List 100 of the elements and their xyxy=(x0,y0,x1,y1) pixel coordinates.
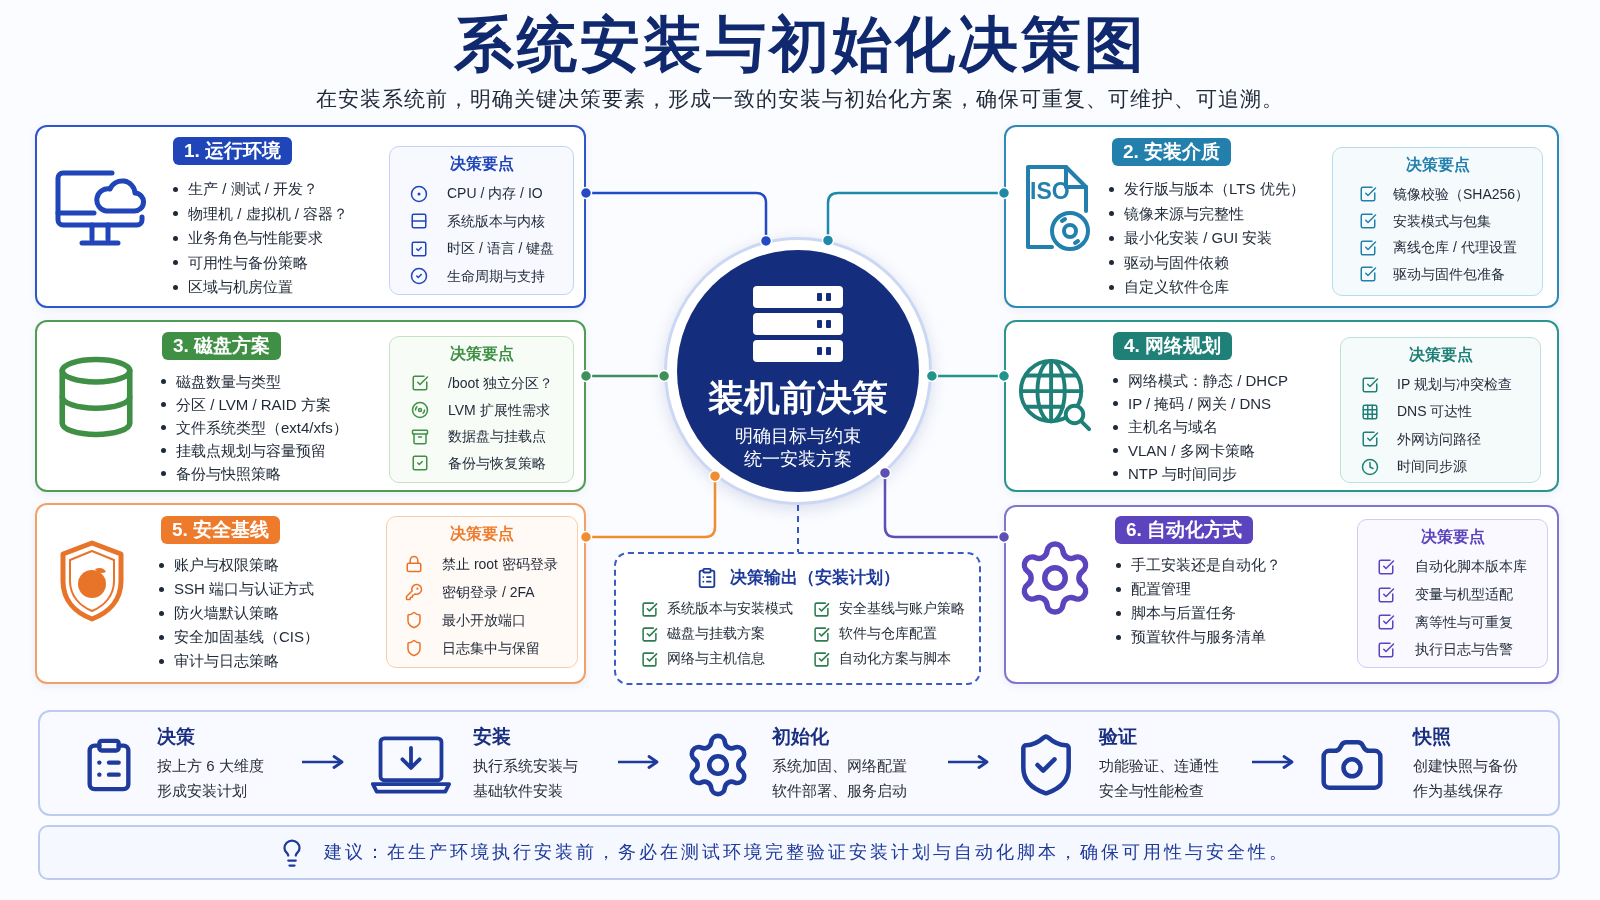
list-item: 发行版与版本（LTS 优先） xyxy=(1124,179,1305,200)
step-title: 初始化 xyxy=(772,725,829,749)
list-item: 配置管理 xyxy=(1131,579,1191,599)
category-panel xyxy=(35,125,586,308)
connector-line xyxy=(579,469,722,544)
list-item: 物理机 / 虚拟机 / 容器？ xyxy=(188,203,348,224)
key-point: 离等性与可重复 xyxy=(1415,612,1513,632)
dashed-connector xyxy=(797,504,799,553)
output-card xyxy=(614,552,981,685)
key-point: 日志集中与保留 xyxy=(442,638,540,658)
key-point: 数据盘与挂载点 xyxy=(448,427,546,447)
key-point: 时间同步源 xyxy=(1397,457,1467,477)
key-point: 镜像校验（SHA256） xyxy=(1393,184,1530,204)
step-description: 系统加固、网络配置软件部署、服务启动 xyxy=(772,756,908,801)
card-title: 决策要点 xyxy=(450,524,514,544)
tip-banner xyxy=(38,825,1560,880)
list-item: 防火墙默认策略 xyxy=(174,603,279,623)
section-badge: 4. 网络规划 xyxy=(1113,332,1233,360)
key-point: 时区 / 语言 / 键盘 xyxy=(447,239,555,259)
flow-arrow xyxy=(618,755,659,769)
output-title: 决策输出（安装计划） xyxy=(729,567,900,590)
plan-item: 自动化方案与脚本 xyxy=(839,650,951,669)
step-title: 决策 xyxy=(157,725,195,749)
connector-line xyxy=(821,186,1011,247)
key-points-card xyxy=(386,516,578,668)
key-point: IP 规划与冲突检查 xyxy=(1397,375,1512,395)
flow-arrow xyxy=(302,755,344,769)
key-point: 备份与恢复策略 xyxy=(448,453,546,473)
process-band xyxy=(38,710,1560,816)
list-item: IP / 掩码 / 网关 / DNS xyxy=(1128,393,1272,414)
key-points-card xyxy=(1332,147,1543,296)
hub-title: 装机前决策 xyxy=(708,376,888,420)
tip-text: 建议：在生产环境执行安装前，务必在测试环境完整验证安装计划与自动化脚本，确保可用性与安全性。 xyxy=(324,841,1290,864)
key-point: 自动化脚本版本库 xyxy=(1415,557,1527,577)
list-item: 最小化安装 / GUI 安装 xyxy=(1124,228,1273,249)
key-point: 外网访问路径 xyxy=(1397,429,1481,449)
card-title: 决策要点 xyxy=(1420,527,1485,547)
key-point: 安装模式与包集 xyxy=(1393,211,1491,231)
section-badge: 3. 磁盘方案 xyxy=(162,332,282,360)
category-panel xyxy=(1004,125,1559,308)
key-point: 生命周期与支持 xyxy=(447,266,545,286)
connector-line xyxy=(878,466,1011,544)
list-item: VLAN / 多网卡策略 xyxy=(1128,440,1255,461)
list-item: 网络模式：静态 / DHCP xyxy=(1128,370,1288,391)
key-point: 变量与机型适配 xyxy=(1415,585,1513,605)
section-badge: 1. 运行环境 xyxy=(173,137,293,165)
list-item: 备份与快照策略 xyxy=(176,463,281,484)
category-panel xyxy=(35,320,586,492)
plan-item: 磁盘与挂载方案 xyxy=(667,625,765,644)
connector-line xyxy=(579,186,773,248)
key-points-card xyxy=(1357,519,1548,668)
step-description: 按上方 6 大维度形成安装计划 xyxy=(157,756,265,801)
list-item: NTP 与时间同步 xyxy=(1128,463,1237,484)
plan-item: 安全基线与账户策略 xyxy=(839,600,965,619)
category-panel xyxy=(35,503,586,684)
list-item: 账户与权限策略 xyxy=(174,555,279,575)
list-item: 安全加固基线（CIS） xyxy=(174,627,319,647)
card-title: 决策要点 xyxy=(449,344,514,364)
list-item: 挂载点规划与容量预留 xyxy=(176,440,326,461)
key-point: /boot 独立分区？ xyxy=(448,373,554,393)
flow-arrow xyxy=(1252,755,1294,769)
section-badge: 6. 自动化方式 xyxy=(1115,516,1254,544)
key-points-card xyxy=(389,336,574,483)
key-point: 系统版本与内核 xyxy=(447,211,545,231)
list-item: 磁盘数量与类型 xyxy=(176,371,281,392)
list-item: 文件系统类型（ext4/xfs） xyxy=(176,417,348,438)
list-item: 业务角色与性能要求 xyxy=(188,228,323,249)
list-item: 驱动与固件依赖 xyxy=(1124,252,1229,273)
list-item: 预置软件与服务清单 xyxy=(1131,627,1266,647)
list-item: 自定义软件仓库 xyxy=(1124,277,1229,298)
connector-line xyxy=(579,369,671,383)
list-item: 审计与日志策略 xyxy=(174,651,279,671)
key-point: 禁止 root 密码登录 xyxy=(442,554,558,574)
list-item: 镜像来源与完整性 xyxy=(1124,203,1244,224)
flow-arrow xyxy=(948,755,989,769)
category-panel xyxy=(1004,320,1559,492)
key-point: DNS 可达性 xyxy=(1397,402,1473,422)
key-point: 驱动与固件包准备 xyxy=(1393,264,1505,284)
section-badge: 5. 安全基线 xyxy=(161,516,281,544)
step-description: 创建快照与备份作为基线保存 xyxy=(1413,756,1519,801)
key-points-card xyxy=(1340,337,1541,483)
category-panel xyxy=(1004,505,1559,684)
key-point: CPU / 内存 / IO xyxy=(447,184,543,204)
key-point: 密钥登录 / 2FA xyxy=(442,582,535,602)
step-title: 验证 xyxy=(1099,725,1137,749)
key-point: 最小开放端口 xyxy=(442,610,526,630)
key-point: 执行日志与告警 xyxy=(1415,640,1513,660)
step-description: 功能验证、连通性安全与性能检查 xyxy=(1099,756,1220,801)
list-item: 生产 / 测试 / 开发？ xyxy=(188,179,318,200)
plan-item: 网络与主机信息 xyxy=(667,650,765,669)
key-point: 离线仓库 / 代理设置 xyxy=(1393,238,1517,258)
step-description: 执行系统安装与基础软件安装 xyxy=(473,756,579,801)
list-item: 分区 / LVM / RAID 方案 xyxy=(176,394,331,415)
card-title: 决策要点 xyxy=(1405,155,1470,175)
list-item: 区域与机房位置 xyxy=(188,277,293,298)
card-title: 决策要点 xyxy=(449,154,514,174)
plan-item: 软件与仓库配置 xyxy=(839,625,937,644)
list-item: 主机名与域名 xyxy=(1128,417,1218,438)
step-title: 快照 xyxy=(1413,725,1451,749)
list-item: 脚本与后置任务 xyxy=(1131,603,1236,623)
